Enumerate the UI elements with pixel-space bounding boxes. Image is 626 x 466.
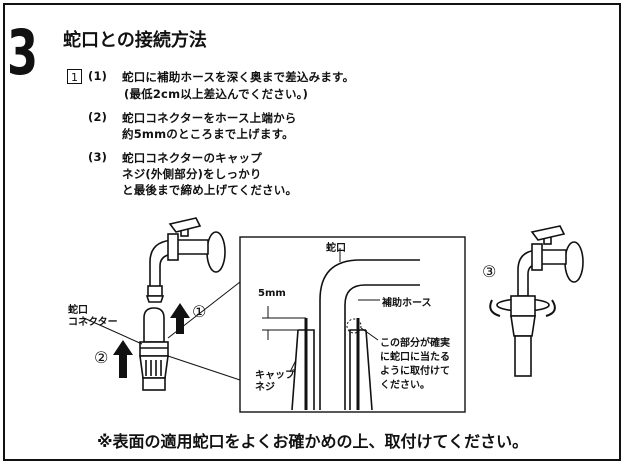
section-title: 蛇口との接続方法 — [63, 30, 207, 51]
connector-label-line2: コネクター — [68, 317, 118, 328]
footer-note: ※表面の適用蛇口をよくお確かめの上、取付けてください。 — [97, 432, 529, 451]
detail-box — [167, 236, 466, 413]
up-arrow-2-icon — [113, 340, 133, 378]
item1-line1: 蛇口に補助ホースを深く奥まで差込みます。 — [122, 70, 355, 84]
detail-5mm-label: 5mm — [258, 288, 286, 299]
item1-prefix: (1) — [88, 69, 108, 83]
rotate-arrow-icon — [489, 299, 556, 317]
step-number: 3 — [7, 16, 39, 89]
item2-line2: 約5mmのところまで上げます。 — [122, 127, 294, 141]
connector-label-line1: 蛇口 — [68, 305, 88, 316]
connector-pointer — [83, 317, 143, 345]
detail-note-line3: ように取付けて — [380, 366, 450, 377]
instruction-panel — [3, 3, 621, 461]
item2-prefix: (2) — [88, 110, 108, 124]
faucet-left-drawing — [145, 217, 226, 303]
detail-cap-line1: キャップ — [255, 370, 295, 381]
step-box-label: 1 — [67, 69, 82, 84]
up-arrow-1-icon — [170, 303, 190, 334]
detail-faucet-label: 蛇口 — [326, 243, 346, 254]
detail-note-line4: ください。 — [380, 380, 430, 391]
item3-prefix: (3) — [88, 150, 108, 164]
step-1-marker: ① — [192, 302, 207, 321]
detail-note-line2: に蛇口に当たる — [380, 352, 450, 363]
step-3-marker: ③ — [482, 262, 497, 281]
item3-line2: ネジ(外側部分)をしっかり — [122, 167, 262, 181]
item2-line1: 蛇口コネクターをホース上端から — [122, 111, 297, 125]
detail-hose-label: 補助ホース — [382, 298, 432, 309]
item3-line3: と最後まで締め上げてください。 — [122, 183, 298, 197]
detail-note-line1: この部分が確実 — [380, 338, 450, 349]
faucet-right-drawing — [496, 225, 584, 377]
item3-line1: 蛇口コネクターのキャップ — [122, 151, 262, 165]
item1-line2: (最低2cm以上差込んでください。) — [124, 87, 309, 101]
hose-left-drawing — [139, 307, 169, 391]
step-2-marker: ② — [94, 348, 109, 367]
detail-cap-line2: ネジ — [255, 382, 275, 393]
